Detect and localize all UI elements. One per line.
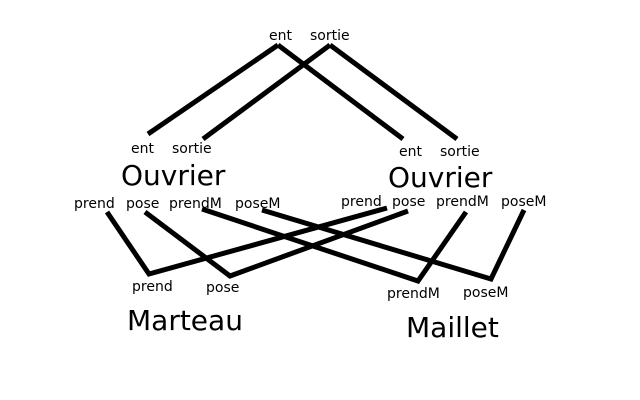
ouvrier-left-port-prend: prend xyxy=(74,196,115,212)
maillet-process: prendM poseM Maillet xyxy=(387,285,508,344)
wire-left-prendM-maillet xyxy=(201,206,469,284)
top-port-ent: ent xyxy=(269,28,292,44)
wire-left-poseM-maillet xyxy=(261,207,527,283)
top-connections xyxy=(146,42,459,142)
wire-left-pose-marteau xyxy=(143,208,409,279)
wire-top-ent-left xyxy=(146,42,280,137)
ouvrier-right-port-sortie: sortie xyxy=(440,144,480,160)
top-port-sortie: sortie xyxy=(310,28,350,44)
wire-top-sortie-right xyxy=(328,42,459,142)
maillet-title: Maillet xyxy=(406,311,499,344)
marteau-port-pose: pose xyxy=(206,280,239,296)
ouvrier-left-title: Ouvrier xyxy=(121,159,226,192)
ouvrier-left-port-ent: ent xyxy=(131,141,154,157)
ouvrier-right-port-poseM: poseM xyxy=(501,194,546,210)
ouvrier-left-port-sortie: sortie xyxy=(172,141,212,157)
maillet-port-poseM: poseM xyxy=(463,285,508,301)
wire-top-sortie-left xyxy=(201,42,332,142)
wire-top-ent-right xyxy=(276,43,405,141)
ouvrier-left-port-pose: pose xyxy=(126,196,159,212)
marteau-process: prend pose Marteau xyxy=(127,279,243,337)
ouvrier-right-process: ent sortie Ouvrier prend pose prendM pos… xyxy=(341,144,546,210)
wire-left-prend-marteau xyxy=(104,205,388,277)
ouvrier-right-title: Ouvrier xyxy=(388,161,493,194)
ouvrier-left-port-poseM: poseM xyxy=(235,196,280,212)
ouvrier-right-port-ent: ent xyxy=(399,144,422,160)
ouvrier-right-port-pose: pose xyxy=(392,194,425,210)
ouvrier-right-port-prendM: prendM xyxy=(436,194,489,210)
maillet-port-prendM: prendM xyxy=(387,286,440,302)
ouvrier-left-port-prendM: prendM xyxy=(169,196,222,212)
tool-connections xyxy=(104,205,527,284)
marteau-port-prend: prend xyxy=(132,279,173,295)
marteau-title: Marteau xyxy=(127,304,243,337)
ouvrier-right-port-prend: prend xyxy=(341,194,382,210)
ouvrier-left-process: ent sortie Ouvrier prend pose prendM pos… xyxy=(74,141,280,212)
